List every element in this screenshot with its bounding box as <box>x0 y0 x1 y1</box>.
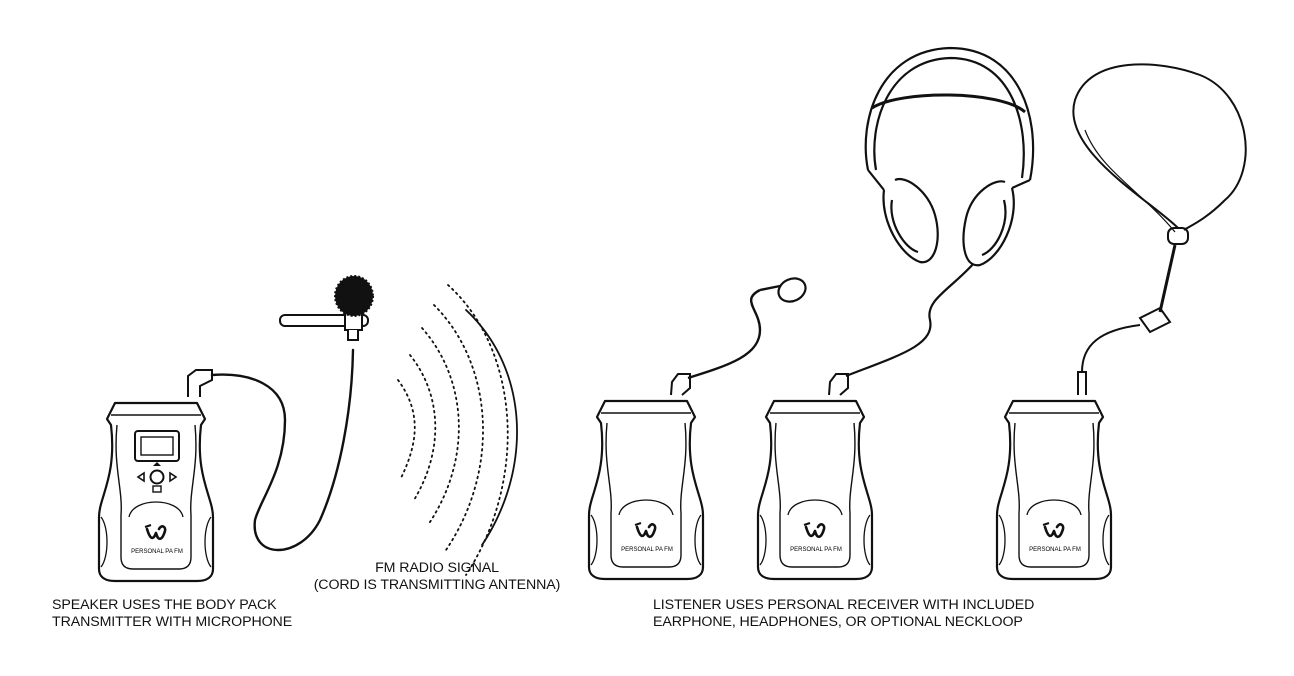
headphones-icon <box>864 46 1035 267</box>
earphone-icon <box>759 277 807 303</box>
signal-caption: FM RADIO SIGNAL (CORD IS TRANSMITTING AN… <box>306 560 568 594</box>
neckloop-icon <box>1072 63 1247 395</box>
speaker-caption-line1: SPEAKER USES THE BODY PACK <box>52 597 277 613</box>
device-label: PERSONAL PA FM <box>790 547 842 553</box>
listener-caption-line1: LISTENER USES PERSONAL RECEIVER WITH INC… <box>653 597 1035 613</box>
speaker-caption-line2: TRANSMITTER WITH MICROPHONE <box>52 614 293 630</box>
transmitter-bodypack: PERSONAL PA FM <box>97 401 215 583</box>
speaker-caption: SPEAKER USES THE BODY PACK TRANSMITTER W… <box>52 597 292 631</box>
listener-caption: LISTENER USES PERSONAL RECEIVER WITH INC… <box>653 597 1034 631</box>
headphone-cable <box>845 261 976 378</box>
device-label: PERSONAL PA FM <box>621 547 673 553</box>
listener-caption-line2: EARPHONE, HEADPHONES, OR OPTIONAL NECKLO… <box>653 614 1023 630</box>
earphone-cable <box>687 288 762 380</box>
device-label: PERSONAL PA FM <box>131 549 183 555</box>
device-label: PERSONAL PA FM <box>1029 547 1081 553</box>
control-pad-icon <box>136 462 178 493</box>
lavalier-microphone <box>279 275 374 341</box>
receiver-headphones: PERSONAL PA FM <box>756 399 874 581</box>
microphone-cable <box>210 348 355 552</box>
radio-waves <box>397 284 518 576</box>
signal-caption-line1: FM RADIO SIGNAL <box>375 560 499 576</box>
receiver-neckloop: PERSONAL PA FM <box>995 399 1113 581</box>
signal-caption-line2: (CORD IS TRANSMITTING ANTENNA) <box>313 577 561 593</box>
receiver-earphone: PERSONAL PA FM <box>587 399 705 581</box>
